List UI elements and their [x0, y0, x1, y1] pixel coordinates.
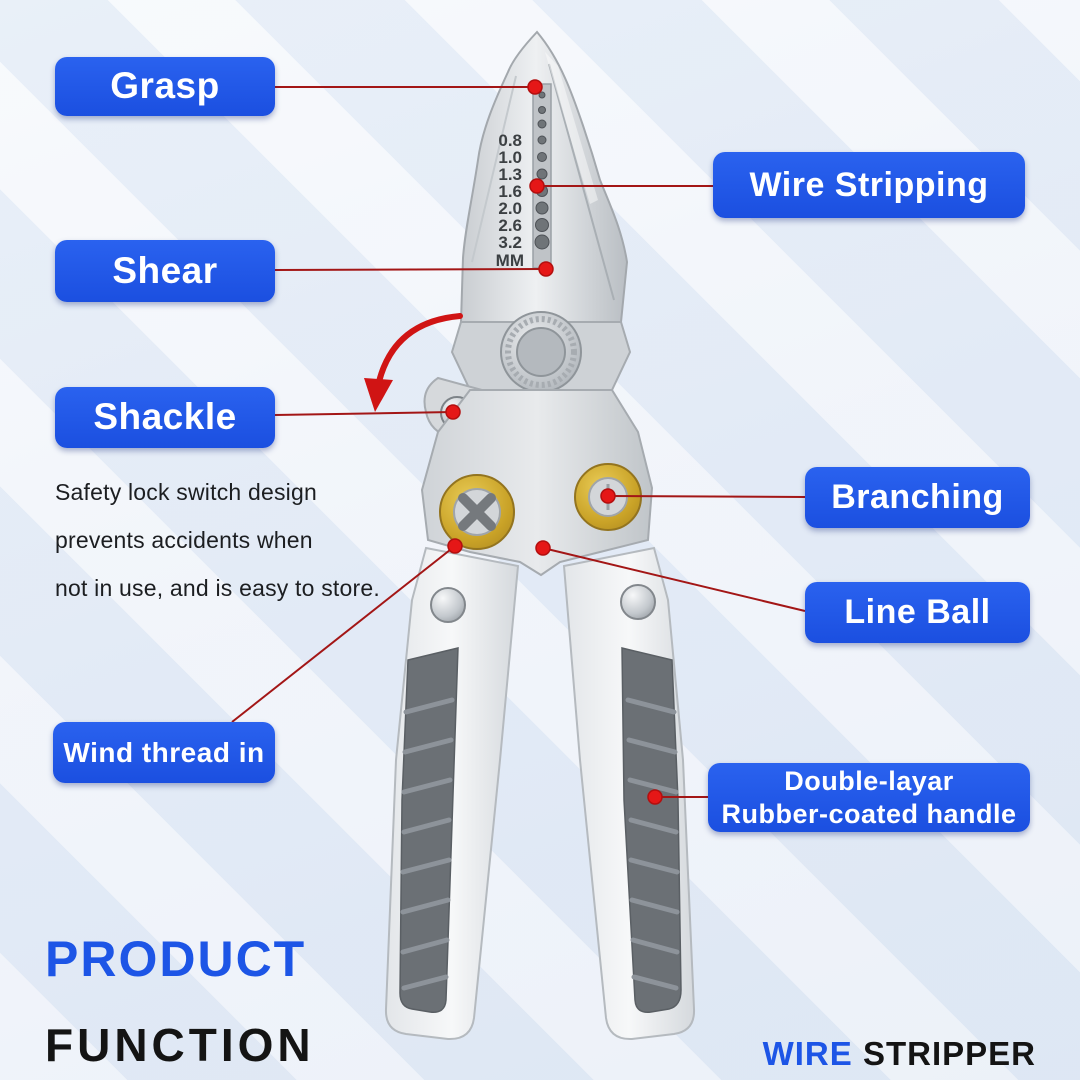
callout-wire-stripping: Wire Stripping: [713, 152, 1025, 218]
branching-dot: [600, 488, 616, 504]
product-title: PRODUCT: [45, 931, 307, 987]
wire-stripping-dot: [529, 178, 545, 194]
callout-shear: Shear: [55, 240, 275, 302]
description-line: prevents accidents when: [55, 527, 313, 553]
gauge-mark: 2.6: [498, 216, 522, 235]
gauge-mark: 0.8: [498, 131, 522, 150]
tool-head: 0.8 1.0 1.3 1.6 2.0 2.6 3.2 MM: [459, 30, 629, 323]
callout-double-layer-handle: Double-layar Rubber-coated handle: [708, 763, 1030, 832]
right-handle: [562, 546, 696, 1041]
right-grip-rubber: [621, 647, 682, 1013]
left-grip-rubber: [399, 647, 459, 1013]
right-handle-rivet: [620, 584, 656, 620]
callout-line-ball: Line Ball: [805, 582, 1030, 643]
double-layer-line2: Rubber-coated handle: [721, 798, 1017, 829]
left-handle-rivet: [430, 587, 466, 623]
grasp-dot: [527, 79, 543, 95]
description-line: Safety lock switch design: [55, 479, 317, 505]
gauge-mark: 1.0: [498, 148, 522, 167]
callout-wind-thread-in: Wind thread in: [53, 722, 275, 783]
wind-thread-screw: [439, 474, 515, 550]
line-ball-dot: [535, 540, 551, 556]
shear-dot: [538, 261, 554, 277]
wire-gauge-scale: 0.8 1.0 1.3 1.6 2.0 2.6 3.2 MM: [496, 131, 524, 270]
shackle-dot: [445, 404, 461, 420]
handle-dot: [647, 789, 663, 805]
rotation-arrow: [364, 313, 463, 412]
description-line: not in use, and is easy to store.: [55, 575, 380, 601]
left-handle: [384, 546, 520, 1041]
brand-wire: WIRE: [762, 1035, 853, 1072]
tool-pivot: [450, 311, 632, 393]
gauge-unit: MM: [496, 251, 524, 270]
gauge-mark: 3.2: [498, 233, 522, 252]
brand-stripper: STRIPPER: [862, 1035, 1036, 1072]
gauge-mark: 2.0: [498, 199, 522, 218]
wind-thread-dot: [447, 538, 463, 554]
callout-dots: [445, 79, 663, 805]
callout-branching: Branching: [805, 467, 1030, 528]
gauge-mark: 1.6: [498, 182, 522, 201]
callout-shackle: Shackle: [55, 387, 275, 448]
safety-lock-description: Safety lock switch design prevents accid…: [55, 468, 435, 612]
callout-grasp: Grasp: [55, 57, 275, 116]
brand-wordmark: WIRE STRIPPER: [763, 1035, 1036, 1073]
gauge-mark: 1.3: [498, 165, 522, 184]
function-title: FUNCTION: [45, 1019, 315, 1071]
callout-lines: [231, 86, 806, 798]
double-layer-line1: Double-layar: [784, 766, 954, 797]
